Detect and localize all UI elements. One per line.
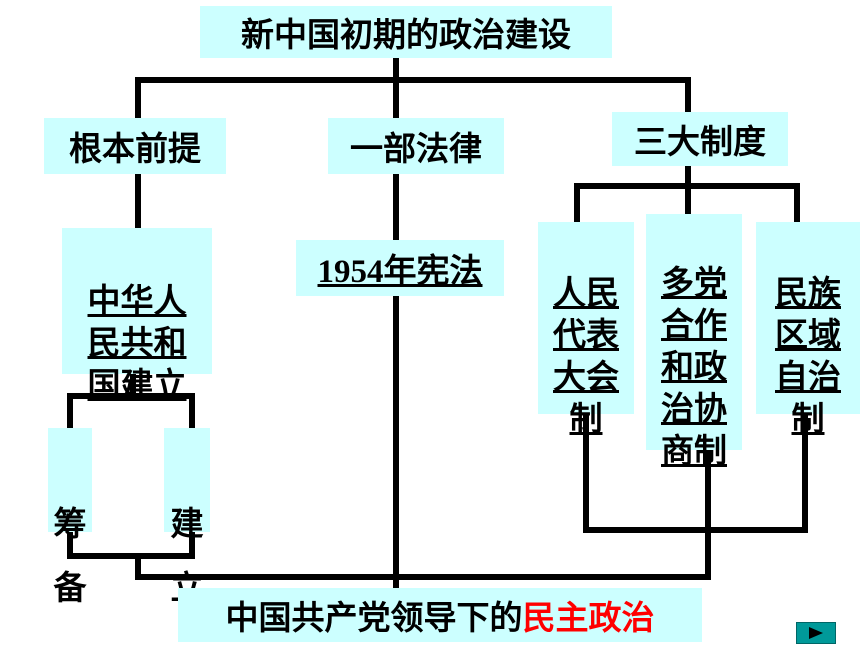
- node-one-law-label: 一部法律: [350, 129, 482, 168]
- node-preparation-text: 筹 备: [53, 504, 87, 607]
- node-one-law: 一部法律: [328, 118, 504, 174]
- play-arrow-icon: [809, 627, 823, 639]
- node-1954-constitution-text: 1954年宪法: [317, 254, 483, 290]
- node-fundamental-premise: 根本前提: [44, 118, 226, 174]
- node-multiparty-cooperation-system: 多党 合作 和政 治协 商制: [646, 214, 742, 470]
- node-multiparty-cooperation-system-text: 多党 合作 和政 治协 商制: [661, 263, 727, 470]
- node-1954-constitution: 1954年宪法: [296, 240, 504, 296]
- node-fundamental-premise-label: 根本前提: [69, 129, 201, 168]
- conclusion-highlight: 民主政治: [522, 598, 655, 637]
- diagram-title-text: 新中国初期的政治建设: [241, 15, 571, 54]
- diagram-title: 新中国初期的政治建设: [200, 6, 612, 58]
- node-regional-autonomy-system: 民族 区域 自治 制: [756, 222, 860, 438]
- conclusion-prefix: 中国共产党领导下的: [225, 598, 523, 637]
- node-establishment: 建 立: [164, 428, 210, 607]
- node-three-systems-label: 三大制度: [634, 122, 766, 161]
- node-regional-autonomy-system-text: 民族 区域 自治 制: [775, 273, 841, 438]
- node-prc-founding-text: 中华人 民共和 国建立: [87, 281, 187, 404]
- conclusion-box: 中国共产党领导下的民主政治: [178, 588, 702, 642]
- node-establishment-text: 建 立: [170, 504, 204, 607]
- node-peoples-congress-system: 人民 代表 大会 制: [538, 222, 634, 438]
- node-peoples-congress-system-text: 人民 代表 大会 制: [553, 273, 619, 438]
- node-three-systems: 三大制度: [612, 112, 788, 166]
- next-slide-button[interactable]: [796, 622, 836, 644]
- node-preparation: 筹 备: [48, 428, 92, 607]
- node-prc-founding: 中华人 民共和 国建立: [62, 228, 212, 404]
